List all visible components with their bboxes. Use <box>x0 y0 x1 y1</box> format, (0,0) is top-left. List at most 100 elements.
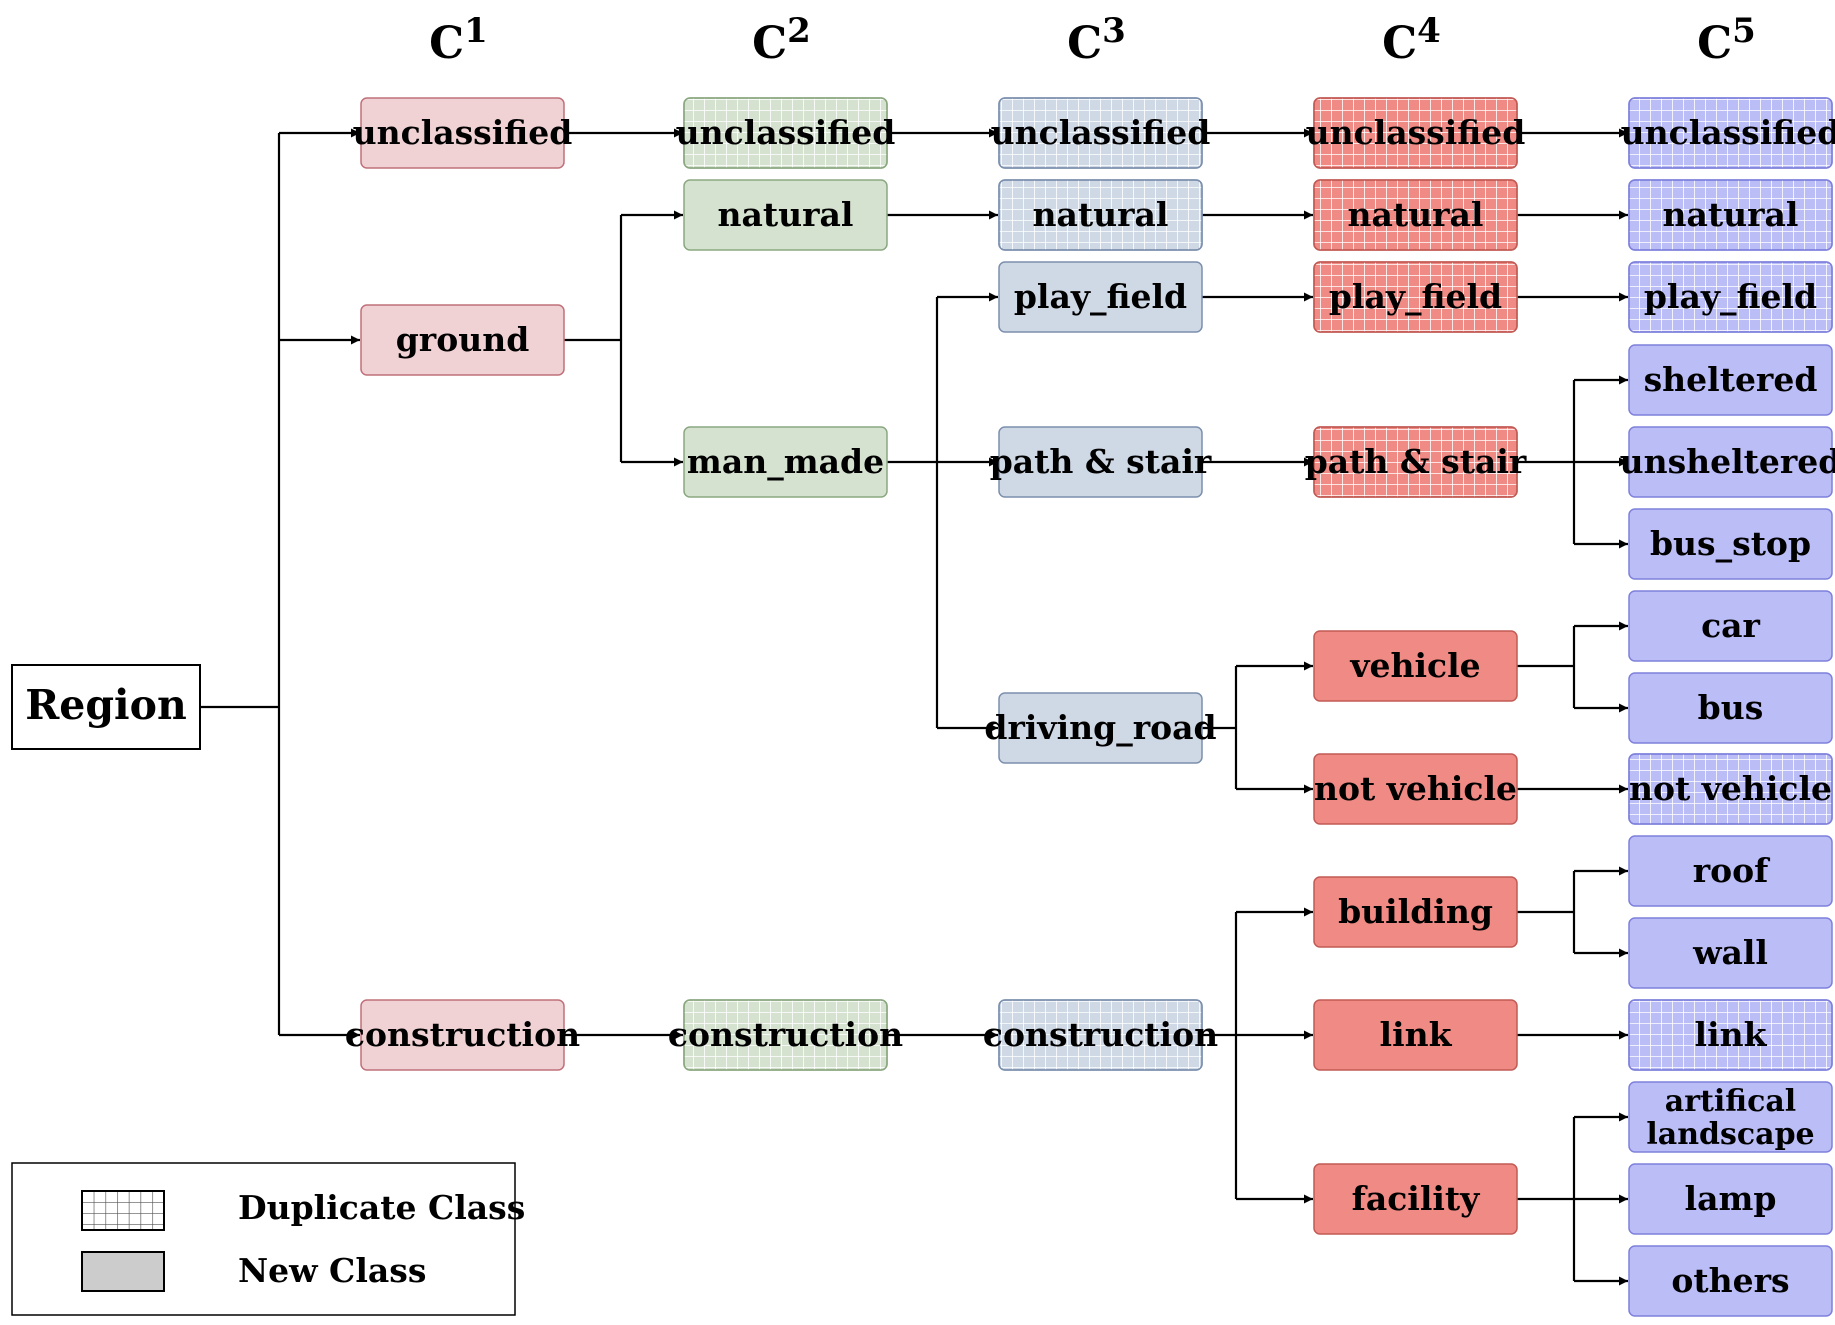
edge-c4-path_stair <box>1517 375 1628 549</box>
legend-new-label: New Class <box>238 1251 426 1290</box>
edge-c1-ground <box>564 210 683 467</box>
node-c1-ground: ground <box>360 304 565 376</box>
root-node: Region <box>11 664 201 750</box>
node-label-c5-natural: natural <box>1663 195 1799 234</box>
node-label-c3-path_stair: path & stair <box>990 442 1212 481</box>
node-label-c3-play_field: play_field <box>1014 277 1187 316</box>
node-c1-construction: construction <box>345 999 580 1071</box>
node-label-c5-wall: wall <box>1692 933 1768 972</box>
edge-c2-man_made <box>887 292 998 733</box>
edge-c3-driving_road <box>1202 661 1313 794</box>
node-c5-wall: wall <box>1628 917 1833 989</box>
node-label-c5-link: link <box>1695 1015 1768 1054</box>
node-c5-bus_stop: bus_stop <box>1628 508 1833 580</box>
nodes-layer: unclassified ground construction unclassifi… <box>345 97 1835 1317</box>
node-label-c4-natural: natural <box>1348 195 1484 234</box>
node-label-c3-unclassified: unclassified <box>991 113 1211 152</box>
node-label-c5-bus: bus <box>1698 688 1764 727</box>
node-label-c4-play_field: play_field <box>1329 277 1502 316</box>
node-c3-construction: construction <box>983 999 1218 1071</box>
node-c5-roof: roof <box>1628 835 1833 907</box>
node-label-c4-building: building <box>1338 892 1493 931</box>
node-c1-unclassified: unclassified <box>353 97 573 169</box>
node-label-c4-unclassified: unclassified <box>1306 113 1526 152</box>
node-c5-unsheltered: unsheltered <box>1620 426 1835 498</box>
node-c4-facility: facility <box>1313 1163 1518 1235</box>
root-node-label: Region <box>25 681 187 729</box>
node-label-c4-vehicle: vehicle <box>1349 646 1480 685</box>
node-c5-others: others <box>1628 1245 1833 1317</box>
node-c3-unclassified: unclassified <box>991 97 1211 169</box>
node-c4-building: building <box>1313 876 1518 948</box>
edge-c4-vehicle <box>1517 621 1628 713</box>
node-label-c4-not_vehicle: not vehicle <box>1314 769 1517 808</box>
legend-frame <box>11 1162 516 1316</box>
edge-root <box>200 128 360 1040</box>
node-c4-play_field: play_field <box>1313 261 1518 333</box>
node-c3-play_field: play_field <box>998 261 1203 333</box>
node-c3-natural: natural <box>998 179 1203 251</box>
node-label-c3-construction: construction <box>983 1015 1218 1054</box>
level-header-c3: C3 <box>1067 11 1126 69</box>
node-c4-path_stair: path & stair <box>1305 426 1527 498</box>
node-c2-natural: natural <box>683 179 888 251</box>
node-c5-play_field: play_field <box>1628 261 1833 333</box>
node-label-c5-play_field: play_field <box>1644 277 1817 316</box>
node-label-c5-roof: roof <box>1693 851 1770 890</box>
node-label-c1-ground: ground <box>396 320 530 359</box>
node-c4-link: link <box>1313 999 1518 1071</box>
node-label-c5-sheltered: sheltered <box>1644 360 1818 399</box>
node-c3-driving_road: driving_road <box>984 692 1217 764</box>
legend-duplicate-label: Duplicate Class <box>238 1188 525 1227</box>
node-label-c4-path_stair: path & stair <box>1305 442 1527 481</box>
node-c5-link: link <box>1628 999 1833 1071</box>
node-c5-unclassified: unclassified <box>1621 97 1835 169</box>
node-label-c2-construction: construction <box>668 1015 903 1054</box>
level-headers: C1 C2 C3 C4 C5 <box>429 11 1756 69</box>
edge-c4-facility <box>1517 1112 1628 1286</box>
node-label-c2-natural: natural <box>718 195 854 234</box>
edge-c3-construction <box>1202 907 1313 1204</box>
node-c2-man_made: man_made <box>683 426 888 498</box>
node-label-c1-construction: construction <box>345 1015 580 1054</box>
node-label-c5-unclassified: unclassified <box>1621 113 1835 152</box>
node-label-c5-lamp: lamp <box>1685 1179 1777 1218</box>
node-label-c1-unclassified: unclassified <box>353 113 573 152</box>
node-c2-unclassified: unclassified <box>676 97 896 169</box>
node-c5-not_vehicle: not vehicle <box>1628 753 1833 825</box>
node-label-c5-unsheltered: unsheltered <box>1620 442 1835 481</box>
edge-c4-building <box>1517 866 1628 958</box>
level-header-c1: C1 <box>429 11 488 69</box>
level-header-c5: C5 <box>1697 11 1756 69</box>
node-c5-lamp: lamp <box>1628 1163 1833 1235</box>
node-c5-car: car <box>1628 590 1833 662</box>
node-label-c5-others: others <box>1671 1261 1789 1300</box>
node-c4-unclassified: unclassified <box>1306 97 1526 169</box>
legend-duplicate-swatch <box>81 1190 165 1231</box>
node-label-c3-driving_road: driving_road <box>984 708 1216 747</box>
node-c2-construction: construction <box>668 999 903 1071</box>
node-label-c4-facility: facility <box>1352 1179 1481 1218</box>
node-label-c5-car: car <box>1701 606 1760 645</box>
legend-new-swatch <box>81 1251 165 1292</box>
node-c4-vehicle: vehicle <box>1313 630 1518 702</box>
node-label-c2-unclassified: unclassified <box>676 113 896 152</box>
legend: Duplicate Class New Class <box>11 1162 525 1316</box>
node-c5-natural: natural <box>1628 179 1833 251</box>
edges-layer <box>200 128 1628 1286</box>
node-label-c5-bus_stop: bus_stop <box>1650 524 1811 563</box>
node-label-c5-not_vehicle: not vehicle <box>1629 769 1832 808</box>
level-header-c4: C4 <box>1382 11 1441 69</box>
node-label-c3-natural: natural <box>1033 195 1169 234</box>
node-c4-natural: natural <box>1313 179 1518 251</box>
node-c4-not_vehicle: not vehicle <box>1313 753 1518 825</box>
node-label-c2-man_made: man_made <box>687 442 884 481</box>
level-header-c2: C2 <box>752 11 811 69</box>
node-c3-path_stair: path & stair <box>990 426 1212 498</box>
node-label-c4-link: link <box>1380 1015 1453 1054</box>
node-c5-sheltered: sheltered <box>1628 344 1833 416</box>
node-c5-bus: bus <box>1628 672 1833 744</box>
